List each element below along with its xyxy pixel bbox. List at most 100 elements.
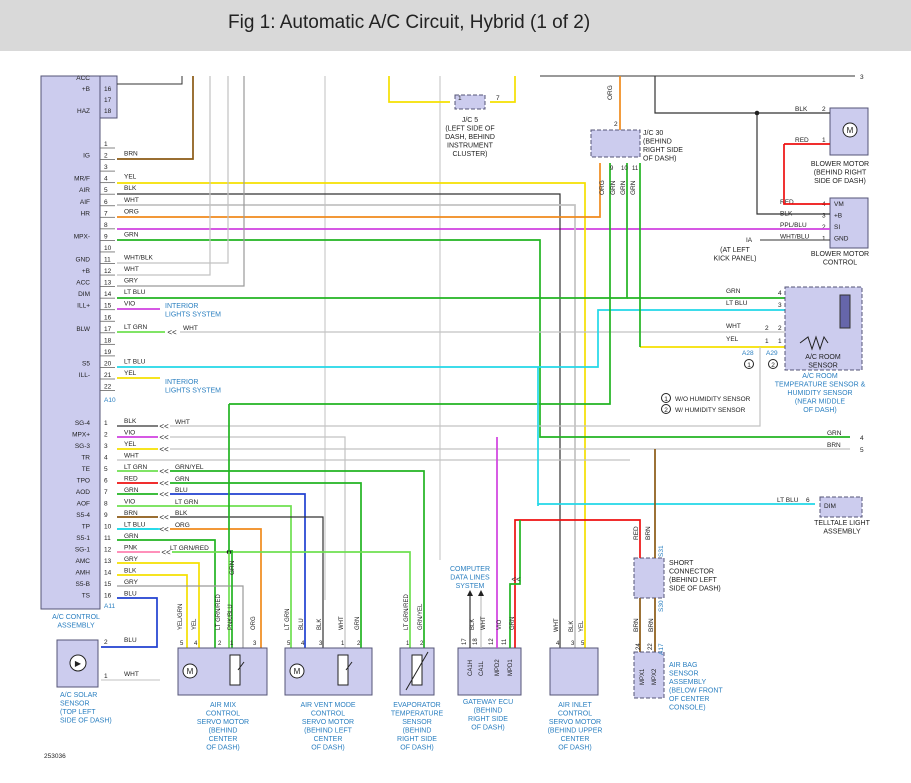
room-sensor-desc: TEMPERATURE SENSOR &	[775, 382, 866, 389]
blower-control-label: BLOWER MOTOR	[811, 251, 869, 258]
short-connector-label: SHORT	[669, 560, 694, 567]
connector-fork: <<	[167, 328, 177, 337]
pin-number: 21	[104, 372, 112, 379]
connector-fork: <<	[511, 575, 521, 584]
wire-label: LT GRN/RED	[404, 594, 410, 630]
evaporator-label: EVAPORATOR	[393, 702, 440, 709]
gateway-label: GATEWAY ECU	[463, 699, 513, 706]
pin-number: 3	[571, 641, 575, 647]
wire-label: LT BLU	[777, 497, 799, 504]
pin-number: 16	[104, 593, 112, 600]
pin-number: 6	[806, 497, 810, 504]
pin-name: ACC	[76, 280, 90, 287]
telltale-label: ASSEMBLY	[823, 529, 861, 536]
thermistor-icon	[799, 335, 829, 351]
pin-number: 11	[104, 535, 111, 542]
pin-number: 18	[104, 108, 112, 115]
connector-fork: <<	[159, 422, 169, 431]
pin-number: 1	[230, 641, 234, 647]
wire-label: WHT	[183, 325, 198, 332]
blower-motor-label: SIDE OF DASH)	[814, 178, 866, 185]
wire-label: PPL/BLU	[780, 222, 807, 229]
thermistor-icon	[405, 651, 429, 691]
pin-number: 14	[104, 291, 112, 298]
connector-fork: <<	[159, 490, 169, 499]
evaporator-label: (BEHIND	[403, 728, 432, 735]
wire-blower-blk	[654, 76, 830, 114]
wire-label: BLK	[124, 418, 137, 425]
wire-label: GRN	[610, 180, 617, 195]
pin-name: SG-4	[75, 420, 91, 427]
wire-label: GRN/YEL	[175, 464, 204, 471]
page-title: Fig 1: Automatic A/C Circuit, Hybrid (1 …	[228, 12, 591, 33]
evaporator-label: RIGHT SIDE	[397, 736, 437, 743]
telltale-label: TELLTALE LIGHT	[814, 520, 870, 527]
air-mix-label: OF DASH)	[206, 745, 239, 752]
wire-tp-org	[170, 528, 262, 648]
pin-number: 9	[104, 512, 108, 519]
pin-name: AMH	[76, 570, 91, 577]
pin-number: 9	[610, 166, 614, 172]
thermistor-icon	[411, 654, 423, 686]
pin-number: 11	[632, 166, 639, 172]
pin-name: ILL-	[79, 372, 90, 379]
wire-label: WHT	[124, 197, 139, 204]
air-mix-label: SERVO MOTOR	[197, 719, 249, 726]
wire-label: BRN	[645, 526, 652, 540]
circled-number: 2	[771, 362, 775, 369]
wire-label: GRN	[620, 180, 627, 195]
wire-aof-ltgrn	[117, 505, 292, 648]
air-inlet-label: OF DASH)	[558, 745, 591, 752]
legend-circle	[661, 393, 671, 403]
air-inlet-label: CENTER	[561, 736, 590, 743]
pin-number: 1	[822, 236, 826, 243]
legend-number: 2	[664, 407, 668, 414]
blower-motor-label: BLOWER MOTOR	[811, 161, 869, 168]
solar-label: A/C SOLAR	[60, 692, 97, 699]
wire-label: GRY	[124, 556, 139, 563]
airbag-label: AIR BAG	[669, 662, 697, 669]
pin-name: SG-1	[75, 547, 91, 554]
wire-label: PNK	[124, 545, 138, 552]
wire-control-red	[783, 144, 830, 205]
pin-number: 2	[614, 121, 618, 128]
wire-label: VIO	[124, 499, 135, 506]
pin-number: 7	[496, 95, 500, 102]
gateway-label: (BEHIND	[474, 708, 503, 715]
interior-lights-label-1: INTERIOR	[165, 303, 198, 310]
pin-name: MR/F	[74, 176, 90, 183]
pin-number: 2	[778, 325, 782, 332]
pin-name: MPX1	[640, 668, 646, 685]
pin-number: 17	[462, 638, 468, 645]
air-vent-label: OF DASH)	[311, 745, 344, 752]
pin-number: 13	[104, 558, 112, 565]
pin-number: 8	[104, 501, 108, 508]
pin-number: 18	[473, 638, 479, 645]
short-connector-box	[633, 557, 665, 599]
wire-aif-wht	[117, 204, 576, 648]
pin-number: 5	[104, 466, 108, 473]
pin-number: 2	[218, 641, 222, 647]
pin-name: CA1H	[468, 660, 474, 676]
pin-name: SI	[834, 224, 840, 231]
computer-lines-label: SYSTEM	[456, 583, 485, 590]
edge-pin: 4	[860, 435, 864, 442]
wire-label: BLK	[569, 621, 575, 632]
motor-icon	[289, 663, 305, 679]
connector-id: S30	[658, 600, 665, 612]
pin-name: S5-B	[76, 581, 90, 588]
pin-number: 15	[104, 581, 112, 588]
connector-id: A17	[658, 643, 665, 655]
wire-label: GRN	[630, 180, 637, 195]
wire-label: YEL	[124, 174, 137, 181]
pin-number: 2	[822, 224, 826, 231]
pin-number: 19	[104, 349, 112, 356]
wire-label: GRY	[124, 278, 139, 285]
legend-text: W/O HUMIDITY SENSOR	[675, 396, 751, 403]
wire-label: GRN	[726, 288, 741, 295]
pin-name: AIF	[80, 199, 90, 206]
wire-label: LT BLU	[124, 358, 146, 365]
circled-number: 1	[747, 362, 751, 369]
airbag-label: ASSEMBLY	[669, 679, 707, 686]
air-inlet-label: AIR INLET	[558, 702, 592, 709]
